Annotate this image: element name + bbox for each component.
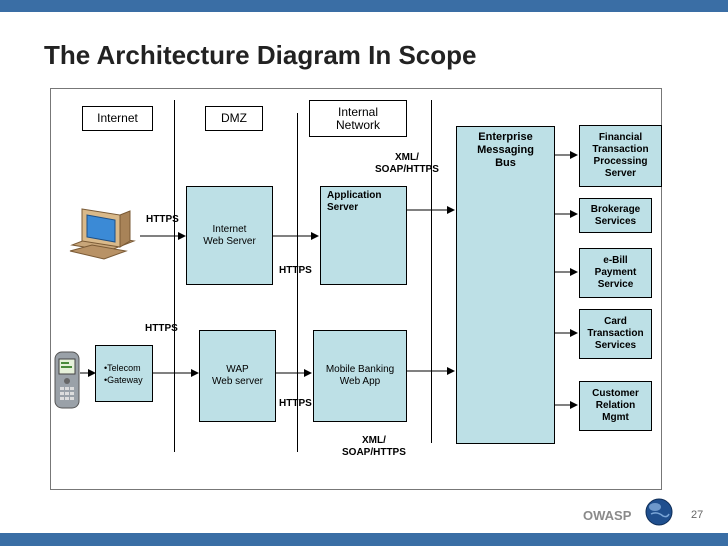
zone-label-dmz: DMZ [205,106,263,131]
application-server-line1: Application [327,190,382,201]
mobile-banking-line1: Mobile Banking [325,364,395,375]
financial-transaction-box: Financial Transaction Processing Server [579,125,662,187]
page-number: 27 [691,509,704,521]
header-bar [0,0,728,12]
zone-label-internet: Internet [82,106,153,131]
label-https-upper-mid: HTTPS [279,265,312,276]
slide-title: The Architecture Diagram In Scope [44,40,477,70]
application-server-box: Application Server [320,186,407,285]
card-line2: Transaction [587,328,644,339]
card-line3: Services [594,340,637,351]
label-https-mobile: HTTPS [145,323,178,334]
ebill-payment-box: e-Bill Payment Service [579,248,652,298]
enterprise-messaging-bus-box: Enterprise Messaging Bus [456,126,555,444]
financial-line4: Server [604,168,637,179]
mobile-banking-line2: Web App [339,376,381,387]
telecom-gateway-line2: •Gateway [104,374,143,385]
owasp-globe-icon [645,498,673,526]
zone-divider-dmz-internal [297,113,298,452]
telecom-gateway-box: •Telecom •Gateway [95,345,153,402]
crm-line2: Relation [595,400,636,411]
brokerage-services-box: Brokerage Services [579,198,652,233]
owasp-brand: OWASP [583,508,632,523]
label-xml-bottom: XML/ SOAP/HTTPS [342,435,406,459]
wap-web-server-box: WAP Web server [199,330,276,422]
card-transaction-box: Card Transaction Services [579,309,652,359]
crm-line3: Mgmt [602,412,629,423]
xml-top-line2: SOAP/HTTPS [375,164,439,175]
brokerage-line1: Brokerage [590,203,641,215]
zone-dmz-text: DMZ [221,111,247,125]
zone-internal-line2: Network [335,117,380,132]
zone-internet-text: Internet [97,111,138,125]
label-xml-top: XML/ SOAP/HTTPS [375,152,439,176]
card-line1: Card [604,316,627,327]
crm-line1: Customer [592,388,639,399]
telecom-gateway-line1: •Telecom [104,362,141,373]
footer-bar [0,533,728,546]
label-https-pc: HTTPS [146,214,179,225]
desktop-computer-icon [69,208,136,260]
zone-divider-internal-bus [431,100,432,443]
wap-web-server-line2: Web server [212,376,263,387]
xml-bottom-line1: XML/ [362,435,386,446]
internet-web-server-box: Internet Web Server [186,186,273,285]
mobile-banking-box: Mobile Banking Web App [313,330,407,422]
financial-line1: Financial [598,132,643,143]
zone-divider-internet-dmz [174,100,175,452]
customer-relation-box: Customer Relation Mgmt [579,381,652,431]
internet-web-server-line2: Web Server [203,235,256,247]
ebill-line2: Payment [594,267,637,278]
ebill-line1: e-Bill [603,255,628,266]
bus-line3: Bus [495,157,516,169]
xml-top-line1: XML/ [395,152,419,163]
mobile-phone-icon [54,351,80,409]
wap-web-server-line1: WAP [226,364,249,375]
financial-line3: Processing [593,156,648,167]
label-https-lower-mid: HTTPS [279,398,312,409]
bus-line2: Messaging [477,144,534,156]
zone-label-internal-network: Internal Network [309,100,407,137]
xml-bottom-line2: SOAP/HTTPS [342,447,406,458]
zone-internal-line1: Internal [337,104,379,119]
internet-web-server-line1: Internet [212,223,247,235]
financial-line2: Transaction [592,144,649,155]
ebill-line3: Service [597,279,634,290]
brokerage-line2: Services [594,215,637,227]
application-server-line2: Server [327,202,359,213]
bus-line1: Enterprise [478,131,533,143]
